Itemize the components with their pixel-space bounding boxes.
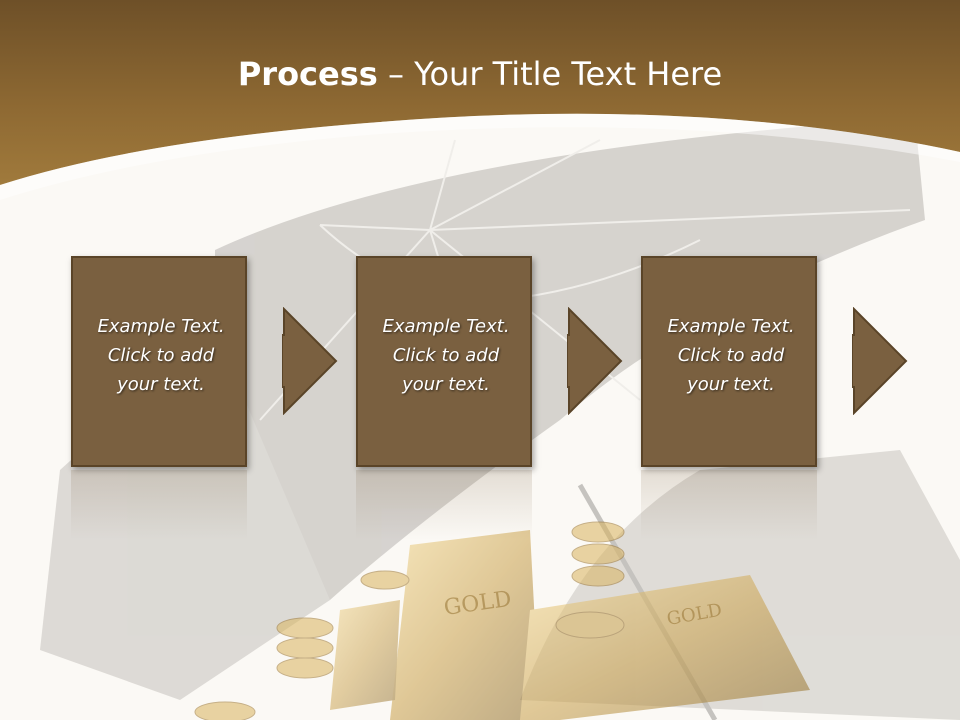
step-box: Example Text. Click to add your text. xyxy=(356,256,532,467)
title-rest: – Your Title Text Here xyxy=(377,55,723,93)
step-text[interactable]: Example Text. Click to add your text. xyxy=(97,316,225,395)
process-step-3[interactable]: Example Text. Click to add your text. xyxy=(641,256,817,467)
step-text[interactable]: Example Text. Click to add your text. xyxy=(667,316,795,395)
gold-bars xyxy=(194,521,810,720)
arrow-right-icon xyxy=(852,307,908,415)
slide-title[interactable]: Process – Your Title Text Here xyxy=(0,52,960,96)
process-step-2[interactable]: Example Text. Click to add your text. xyxy=(356,256,532,467)
header-band xyxy=(0,0,960,185)
step-box: Example Text. Click to add your text. xyxy=(71,256,247,467)
arrow-right-icon xyxy=(567,307,623,415)
step-reflection xyxy=(641,470,817,540)
process-step-1[interactable]: Example Text. Click to add your text. xyxy=(71,256,247,467)
step-box: Example Text. Click to add your text. xyxy=(641,256,817,467)
title-bold: Process xyxy=(237,55,378,93)
step-reflection xyxy=(71,470,247,540)
arrow-right-icon xyxy=(282,307,338,415)
step-text[interactable]: Example Text. Click to add your text. xyxy=(382,316,510,395)
step-reflection xyxy=(356,470,532,540)
